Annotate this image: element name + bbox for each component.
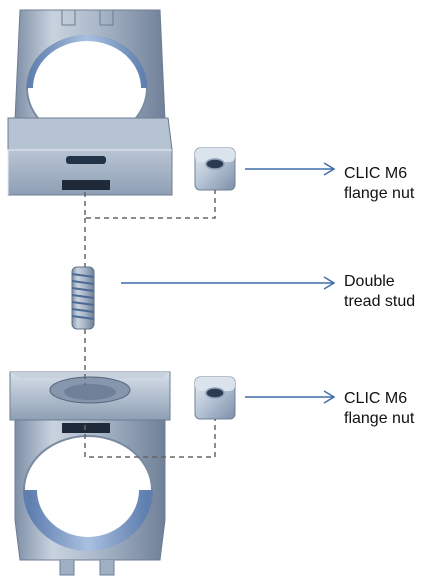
callout-label-bottom-flange-nut: CLIC M6 flange nut — [344, 389, 414, 429]
callout-label-middle-line1: Double — [344, 273, 395, 290]
callout-label-bottom-line1: CLIC M6 — [344, 390, 408, 407]
callout-label-top-line1: CLIC M6 — [344, 165, 408, 182]
callout-label-bottom-line2: flange nut — [344, 410, 415, 427]
callout-label-top-flange-nut: CLIC M6 flange nut — [344, 164, 414, 204]
bottom-flange-nut — [194, 376, 236, 420]
callout-label-double-thread-stud: Double tread stud — [344, 272, 415, 312]
callout-line-middle — [121, 276, 336, 290]
callout-label-top-line2: flange nut — [344, 185, 415, 202]
callout-line-top — [245, 162, 336, 176]
callout-line-bottom — [245, 390, 336, 404]
bottom-pipe-clamp — [9, 371, 171, 576]
double-thread-stud — [71, 266, 95, 330]
top-pipe-clamp — [7, 9, 173, 196]
callout-label-middle-line2: tread stud — [344, 293, 416, 310]
assembly-dashed-lines — [84, 190, 216, 458]
top-flange-nut — [194, 147, 236, 191]
